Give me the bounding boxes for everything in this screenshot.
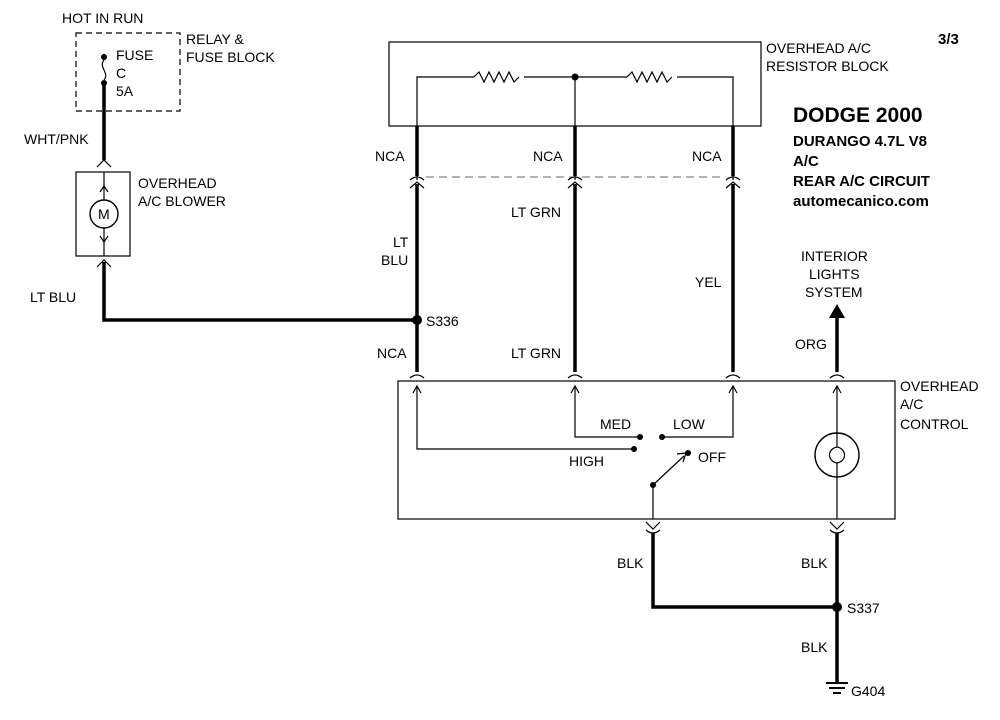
resistor-block-label-2: RESISTOR BLOCK	[766, 58, 889, 74]
splice-label-s336: S336	[426, 313, 459, 329]
motor-symbol: M	[98, 206, 110, 222]
connector-resistor-2	[567, 176, 583, 181]
website: automecanico.com	[793, 193, 929, 210]
wire-label-lt-grn-1: LT GRN	[511, 204, 561, 220]
wire-label-nca-1: NCA	[375, 148, 405, 164]
relay-fuse-block-label-1: RELAY &	[186, 31, 245, 47]
connector-resistor-1	[409, 176, 425, 181]
splice-label-s337: S337	[847, 600, 880, 616]
switch-contact-low	[659, 434, 665, 440]
wire-label-org: ORG	[795, 336, 827, 352]
wire-label-lt-blu-left: LT BLU	[30, 289, 76, 305]
wire-label-nca-2: NCA	[533, 148, 563, 164]
resistor-1-icon	[473, 70, 520, 84]
fuse-label: FUSE	[116, 47, 153, 63]
wire-lt-blu-blower	[102, 262, 417, 322]
interior-label-1: INTERIOR	[801, 248, 868, 264]
arrow-up-icon	[829, 304, 845, 318]
switch-label-off: OFF	[698, 449, 726, 465]
wire-label-blk-2: BLK	[801, 555, 828, 571]
wire-label-wht-pnk: WHT/PNK	[24, 131, 89, 147]
wire-label-blk-1: BLK	[617, 555, 644, 571]
control-label-1: OVERHEAD	[900, 378, 979, 394]
system-name: A/C	[793, 153, 819, 170]
switch-blade	[652, 455, 685, 486]
control-label-2: A/C	[900, 396, 923, 412]
control-label-3: CONTROL	[900, 416, 969, 432]
connector-resistor-3	[725, 176, 741, 181]
ground-label-g404: G404	[851, 683, 885, 699]
switch-label-med: MED	[600, 416, 631, 432]
diagram-title: DODGE 2000	[793, 104, 923, 127]
resistor-block-label-1: OVERHEAD A/C	[766, 40, 871, 56]
switch-contact-high	[631, 446, 637, 452]
connector-blower-top	[96, 159, 112, 168]
connector-control-bottom-2	[829, 521, 845, 530]
wire-label-nca-3: NCA	[692, 148, 722, 164]
control-box	[397, 380, 896, 520]
page-number: 3/3	[938, 31, 959, 48]
wire-label-nca-4: NCA	[377, 345, 407, 361]
blower-label-1: OVERHEAD	[138, 175, 217, 191]
wire-label-lt: LT	[393, 234, 409, 250]
hot-in-run-label: HOT IN RUN	[62, 10, 143, 26]
blower-label-2: A/C BLOWER	[138, 193, 226, 209]
switch-label-low: LOW	[673, 416, 706, 432]
blower-box	[75, 171, 131, 257]
blower-motor-icon	[89, 199, 119, 229]
connector-control-2	[567, 374, 583, 379]
wire-label-yel: YEL	[695, 274, 722, 290]
connector-control-4	[829, 374, 845, 379]
switch-contact-med	[637, 434, 643, 440]
wire-label-lt-grn-2: LT GRN	[511, 345, 561, 361]
relay-fuse-block-label-2: FUSE BLOCK	[186, 49, 275, 65]
ground-icon	[826, 682, 848, 694]
switch-label-high: HIGH	[569, 453, 604, 469]
wire-label-blk-3: BLK	[801, 639, 828, 655]
splice-s337	[832, 602, 842, 612]
splice-s336	[412, 315, 422, 325]
connector-control-1	[409, 374, 425, 379]
wire-blk-switch	[651, 533, 837, 609]
connector-control-3	[725, 374, 741, 379]
fuse-rating: 5A	[116, 83, 134, 99]
circuit-name: REAR A/C CIRCUIT	[793, 173, 930, 190]
interior-label-3: SYSTEM	[805, 284, 863, 300]
fuse-c	[101, 54, 107, 86]
connector-control-bottom-1	[645, 521, 661, 530]
fuse-id: C	[116, 65, 126, 81]
vehicle-model: DURANGO 4.7L V8	[793, 133, 927, 150]
wire-label-blu: BLU	[381, 252, 408, 268]
connector-blower-bottom	[96, 259, 112, 268]
relay-fuse-block	[75, 32, 181, 112]
interior-label-2: LIGHTS	[809, 266, 860, 282]
switch-contact-off	[685, 450, 691, 456]
resistor-2-icon	[626, 70, 673, 84]
